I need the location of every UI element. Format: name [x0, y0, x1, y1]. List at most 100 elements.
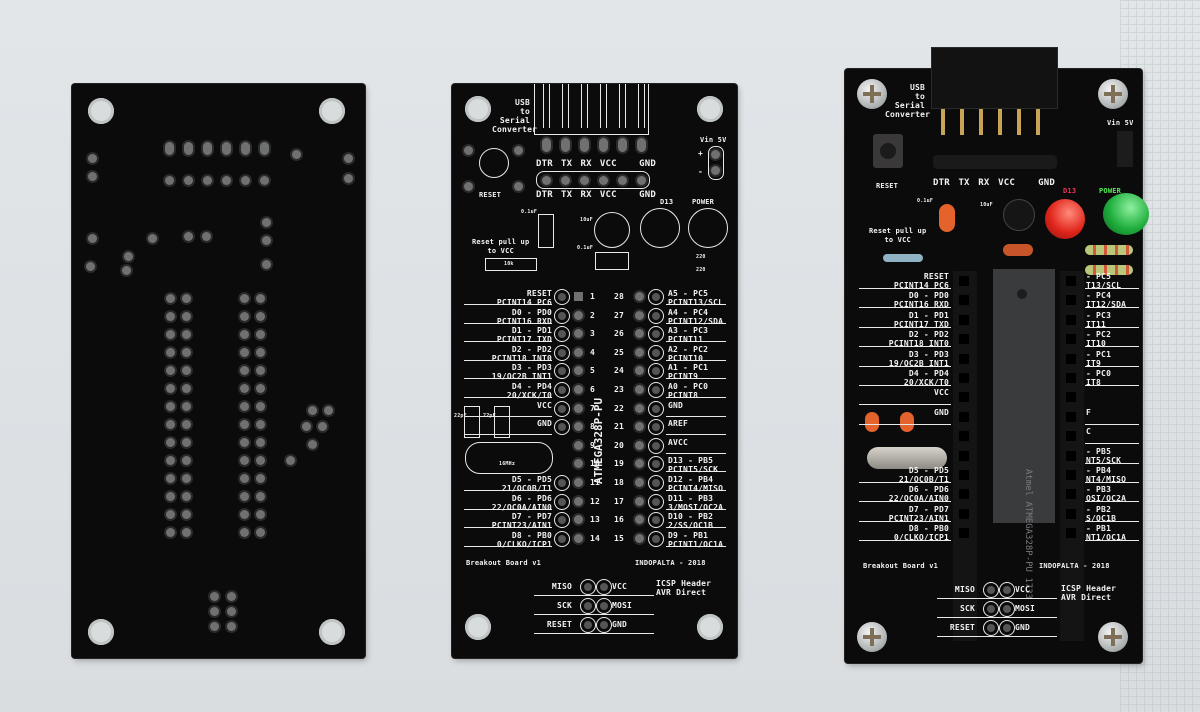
row-divider: [464, 341, 552, 343]
icsp-title-line: AVR Direct: [1061, 593, 1112, 602]
chip-pad: [574, 459, 583, 469]
pin-tx: TX: [561, 159, 573, 169]
vin-header-outline: [708, 146, 724, 180]
pad: [182, 438, 191, 447]
pad: [165, 142, 174, 155]
pin-label-line1: A5 - PC5: [668, 289, 709, 298]
row-divider: [666, 490, 726, 491]
row-divider: [1085, 462, 1139, 464]
row-divider: [464, 490, 552, 491]
pin-label-line2: PCINT5/SCK: [668, 465, 719, 475]
pin-label-line: PCINT18 INT0: [888, 339, 949, 349]
pad: [256, 330, 265, 339]
pin-label-line2: PCINT13/SCL: [668, 298, 724, 307]
socket-hole: [1066, 470, 1076, 480]
icsp-pad: [983, 620, 999, 636]
pin-gnd: GND: [639, 190, 656, 200]
screw: [857, 622, 887, 652]
chip-pad: [635, 292, 644, 301]
pad: [182, 474, 191, 483]
icsp-pad: [596, 598, 612, 614]
pin-label-line1: AVCC: [668, 437, 689, 447]
icsp-right-label: VCC: [1015, 585, 1031, 594]
reset-button-cap[interactable]: [880, 143, 896, 159]
pin-vcc: VCC: [599, 159, 617, 169]
icsp-left-label: RESET: [546, 620, 572, 629]
row-divider: [464, 527, 552, 529]
pad: [542, 138, 551, 152]
pin-label-line: NT1/OC1A: [1086, 533, 1127, 543]
pin-label-line: - PC3: [1086, 310, 1112, 320]
serial-labels-bottom: DTR TX RX VCC GND: [536, 191, 656, 200]
row-divider: [937, 636, 1057, 637]
left-pin-label: VCC: [460, 401, 552, 410]
pin-label-line: - PC1: [1086, 349, 1112, 359]
reset-label: RESET: [479, 191, 502, 199]
vin-header: [1117, 131, 1133, 167]
pin-number: 20: [614, 440, 625, 450]
pin-number: 22: [614, 403, 625, 413]
atmega-chip: Atmel ATMEGA328P-PU 1733: [993, 269, 1055, 599]
pad: [256, 456, 265, 465]
screw: [1098, 622, 1128, 652]
socket-hole: [1066, 276, 1076, 286]
pin-vcc: VCC: [998, 178, 1015, 188]
header-pad: [554, 307, 570, 324]
pin-label-line2: PCINT17 TXD: [496, 335, 552, 345]
header-pad: [554, 382, 570, 398]
pin-number: 4: [590, 347, 596, 357]
icsp-pad: [580, 598, 596, 614]
pad: [240, 510, 249, 519]
usb-title-line: Serial: [499, 116, 530, 125]
cap-22pF-outline: [464, 406, 480, 438]
pin-label-line: - PC5: [1086, 272, 1112, 281]
pin-label-line: D4 - PD4: [908, 369, 949, 378]
pad: [256, 528, 265, 537]
pin-label-line: 22/OC0A/AIN0: [888, 494, 949, 504]
usb-pin-trace: [562, 84, 563, 128]
socket-hole: [1066, 353, 1076, 364]
pad: [166, 510, 175, 519]
resistor-10k: [883, 254, 923, 262]
row-divider: [464, 378, 552, 380]
pin-number: 12: [590, 496, 601, 506]
header-pad: [648, 289, 664, 305]
header-pad: [648, 382, 664, 398]
pin-label-line1: A3 - PC3: [668, 326, 709, 336]
header-pad: [648, 530, 664, 547]
icsp-right-label: GND: [1015, 623, 1031, 632]
header-pad: [648, 475, 664, 491]
socket-hole: [1066, 392, 1076, 403]
row-divider: [1085, 288, 1139, 289]
row-divider: [666, 452, 726, 454]
pad: [166, 492, 175, 501]
pad: [260, 176, 269, 185]
row-divider: [859, 482, 951, 483]
pin-label-line2: PCINT23/AIN1: [491, 521, 552, 531]
chip-pad: [635, 459, 644, 469]
header-pad: [648, 437, 664, 454]
pad: [88, 154, 97, 163]
reset-pullup-label: Reset pull up to VCC: [472, 238, 529, 256]
pin-label-line2: PCINT1/OC1A: [668, 539, 724, 549]
pin-label-line: T13/SCL: [1086, 281, 1122, 290]
chip-pad: [574, 329, 583, 339]
reset-button[interactable]: [873, 134, 903, 168]
left-pin-label: VCC: [853, 388, 949, 397]
pin-label-line: D1 - PD1: [908, 310, 949, 320]
gold-pin: [1017, 109, 1021, 135]
pin-label-line2: PCINT14 PC6: [496, 298, 552, 307]
pad: [262, 236, 271, 245]
